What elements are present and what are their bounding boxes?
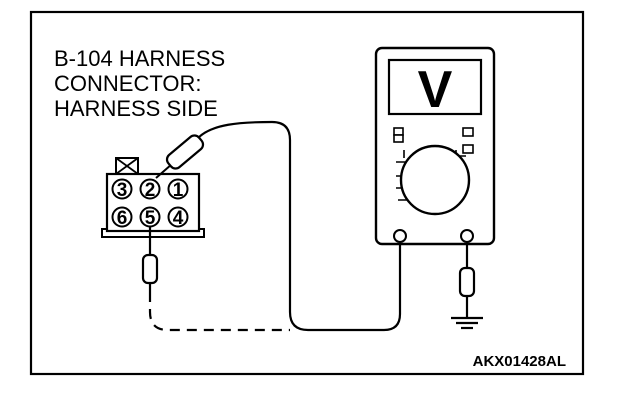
pin-6-label: 6 (117, 208, 128, 229)
connector-label: B-104 HARNESS CONNECTOR: HARNESS SIDE (54, 46, 231, 121)
voltmeter-display-symbol: V (418, 61, 453, 119)
diagram-frame (29, 10, 585, 376)
pin-3-label: 3 (117, 180, 128, 201)
pin-5-label: 5 (145, 208, 156, 229)
wire-positive-lead (197, 120, 402, 332)
terminal-right (460, 229, 474, 243)
connector-label-line-2: CONNECTOR: (54, 71, 202, 96)
voltmeter-display (387, 58, 483, 116)
probe-body-ground (458, 266, 476, 298)
voltmeter: V (374, 46, 496, 246)
ground-lead (451, 242, 483, 330)
indicator-left-bottom (393, 134, 404, 143)
pin-3 (111, 178, 133, 200)
positive-test-probe (155, 134, 205, 179)
pin-1 (167, 178, 189, 200)
terminal-com-left (393, 229, 407, 243)
pin-4 (167, 206, 189, 228)
connector-label-line-3: HARNESS SIDE (54, 96, 218, 121)
indicator-right-bottom (462, 144, 474, 154)
pin-5-lead (141, 226, 159, 292)
probe-body-positive (165, 134, 205, 170)
range-selector-dial (399, 144, 471, 216)
lock-tab-cross-b (115, 157, 139, 175)
pin-2 (139, 178, 161, 200)
connector-label-line-1: B-104 HARNESS (54, 46, 225, 71)
pin-4-label: 4 (173, 208, 184, 229)
probe-needle-positive (155, 163, 173, 179)
wire-dashed-ground-path (148, 292, 290, 332)
pin-6 (111, 206, 133, 228)
indicator-right-top (462, 127, 474, 137)
probe-body-pin-5 (141, 253, 159, 285)
pin-2-label: 2 (145, 180, 156, 201)
harness-connector: 3 2 1 6 5 4 (101, 157, 205, 238)
figure-code: AKX01428AL (473, 353, 566, 370)
pin-1-label: 1 (173, 180, 184, 201)
indicator-left-top (393, 127, 404, 136)
